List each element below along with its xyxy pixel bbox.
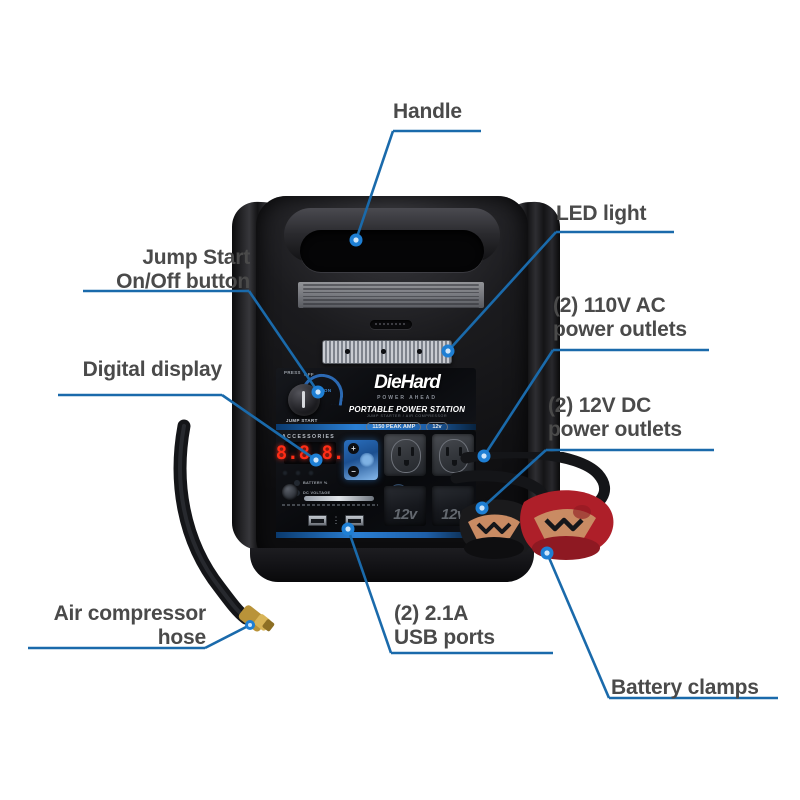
status-led-dc [282, 470, 288, 476]
status-led-air [308, 470, 314, 476]
battery-clamps [450, 452, 614, 560]
faceplate-accent-strip-top [276, 424, 476, 430]
panel-fineprint [282, 504, 378, 506]
callout-handle: Handle [393, 100, 462, 123]
brand-tagline: POWER AHEAD [377, 395, 437, 401]
positive-clamp [520, 490, 614, 560]
callout-jump-start: Jump Start On/Off button [116, 246, 250, 293]
power-icon[interactable] [360, 453, 374, 467]
product-line-sub: JUMP STARTER / AIR COMPRESSOR [366, 414, 448, 418]
battery-indicator-led [294, 480, 300, 486]
status-led-row [282, 470, 342, 476]
callout-ac-outlets: (2) 110V AC power outlets [553, 294, 687, 341]
air-compressor-hose [173, 419, 275, 632]
handle-opening [300, 230, 484, 272]
usb-port-2[interactable] [345, 514, 364, 526]
callout-battery-clamps: Battery clamps [611, 676, 759, 699]
ac-outlet-1[interactable] [384, 434, 426, 476]
callout-dc-outlets: (2) 12V DC power outlets [548, 394, 682, 441]
callout-air-hose: Air compressor hose [53, 602, 207, 649]
battery-indicator-label: BATTERY % [303, 481, 328, 485]
product-line: PORTABLE POWER STATION [348, 405, 466, 414]
callout-led-light: LED light [556, 202, 647, 225]
usb-port-group[interactable]: ⋮ [308, 512, 364, 528]
decrease-button[interactable]: − [348, 466, 359, 477]
dc-port-1[interactable]: 12v [384, 486, 426, 526]
voltage-indicator-label: DC VOLTAGE [303, 491, 331, 495]
jump-start-control[interactable]: PRESS OFF ON JUMP START [284, 370, 346, 424]
mode-control-pad[interactable]: + − [344, 440, 378, 480]
dc-port-1-label: 12v [393, 506, 417, 523]
indicator-row-battery: BATTERY % [294, 480, 328, 486]
vent-slot [370, 320, 412, 329]
jump-start-knob[interactable] [288, 384, 320, 416]
label-slot [304, 496, 374, 501]
brand-name: DieHard [374, 372, 441, 393]
hose-chuck-fitting [238, 605, 275, 632]
selector-dial[interactable] [282, 484, 298, 500]
knob-press-label: PRESS [284, 370, 301, 375]
ac-outlet-2[interactable] [432, 434, 474, 476]
brand-block: DieHard POWER AHEAD PORTABLE POWER STATI… [344, 372, 470, 432]
warning-label-sticker [298, 282, 484, 308]
led-light-bar[interactable] [322, 340, 452, 364]
increase-button[interactable]: + [348, 443, 359, 454]
usb-port-1[interactable] [308, 514, 327, 526]
usb-trident-icon: ⋮ [331, 514, 341, 525]
dc-port-2-label: 12v [441, 506, 465, 523]
callout-usb-ports: (2) 2.1A USB ports [394, 602, 495, 649]
ac-outlet-1-face [391, 439, 421, 473]
knob-on-label: ON [324, 388, 332, 393]
status-led-usb [295, 470, 301, 476]
callout-digital-display: Digital display [82, 358, 223, 381]
